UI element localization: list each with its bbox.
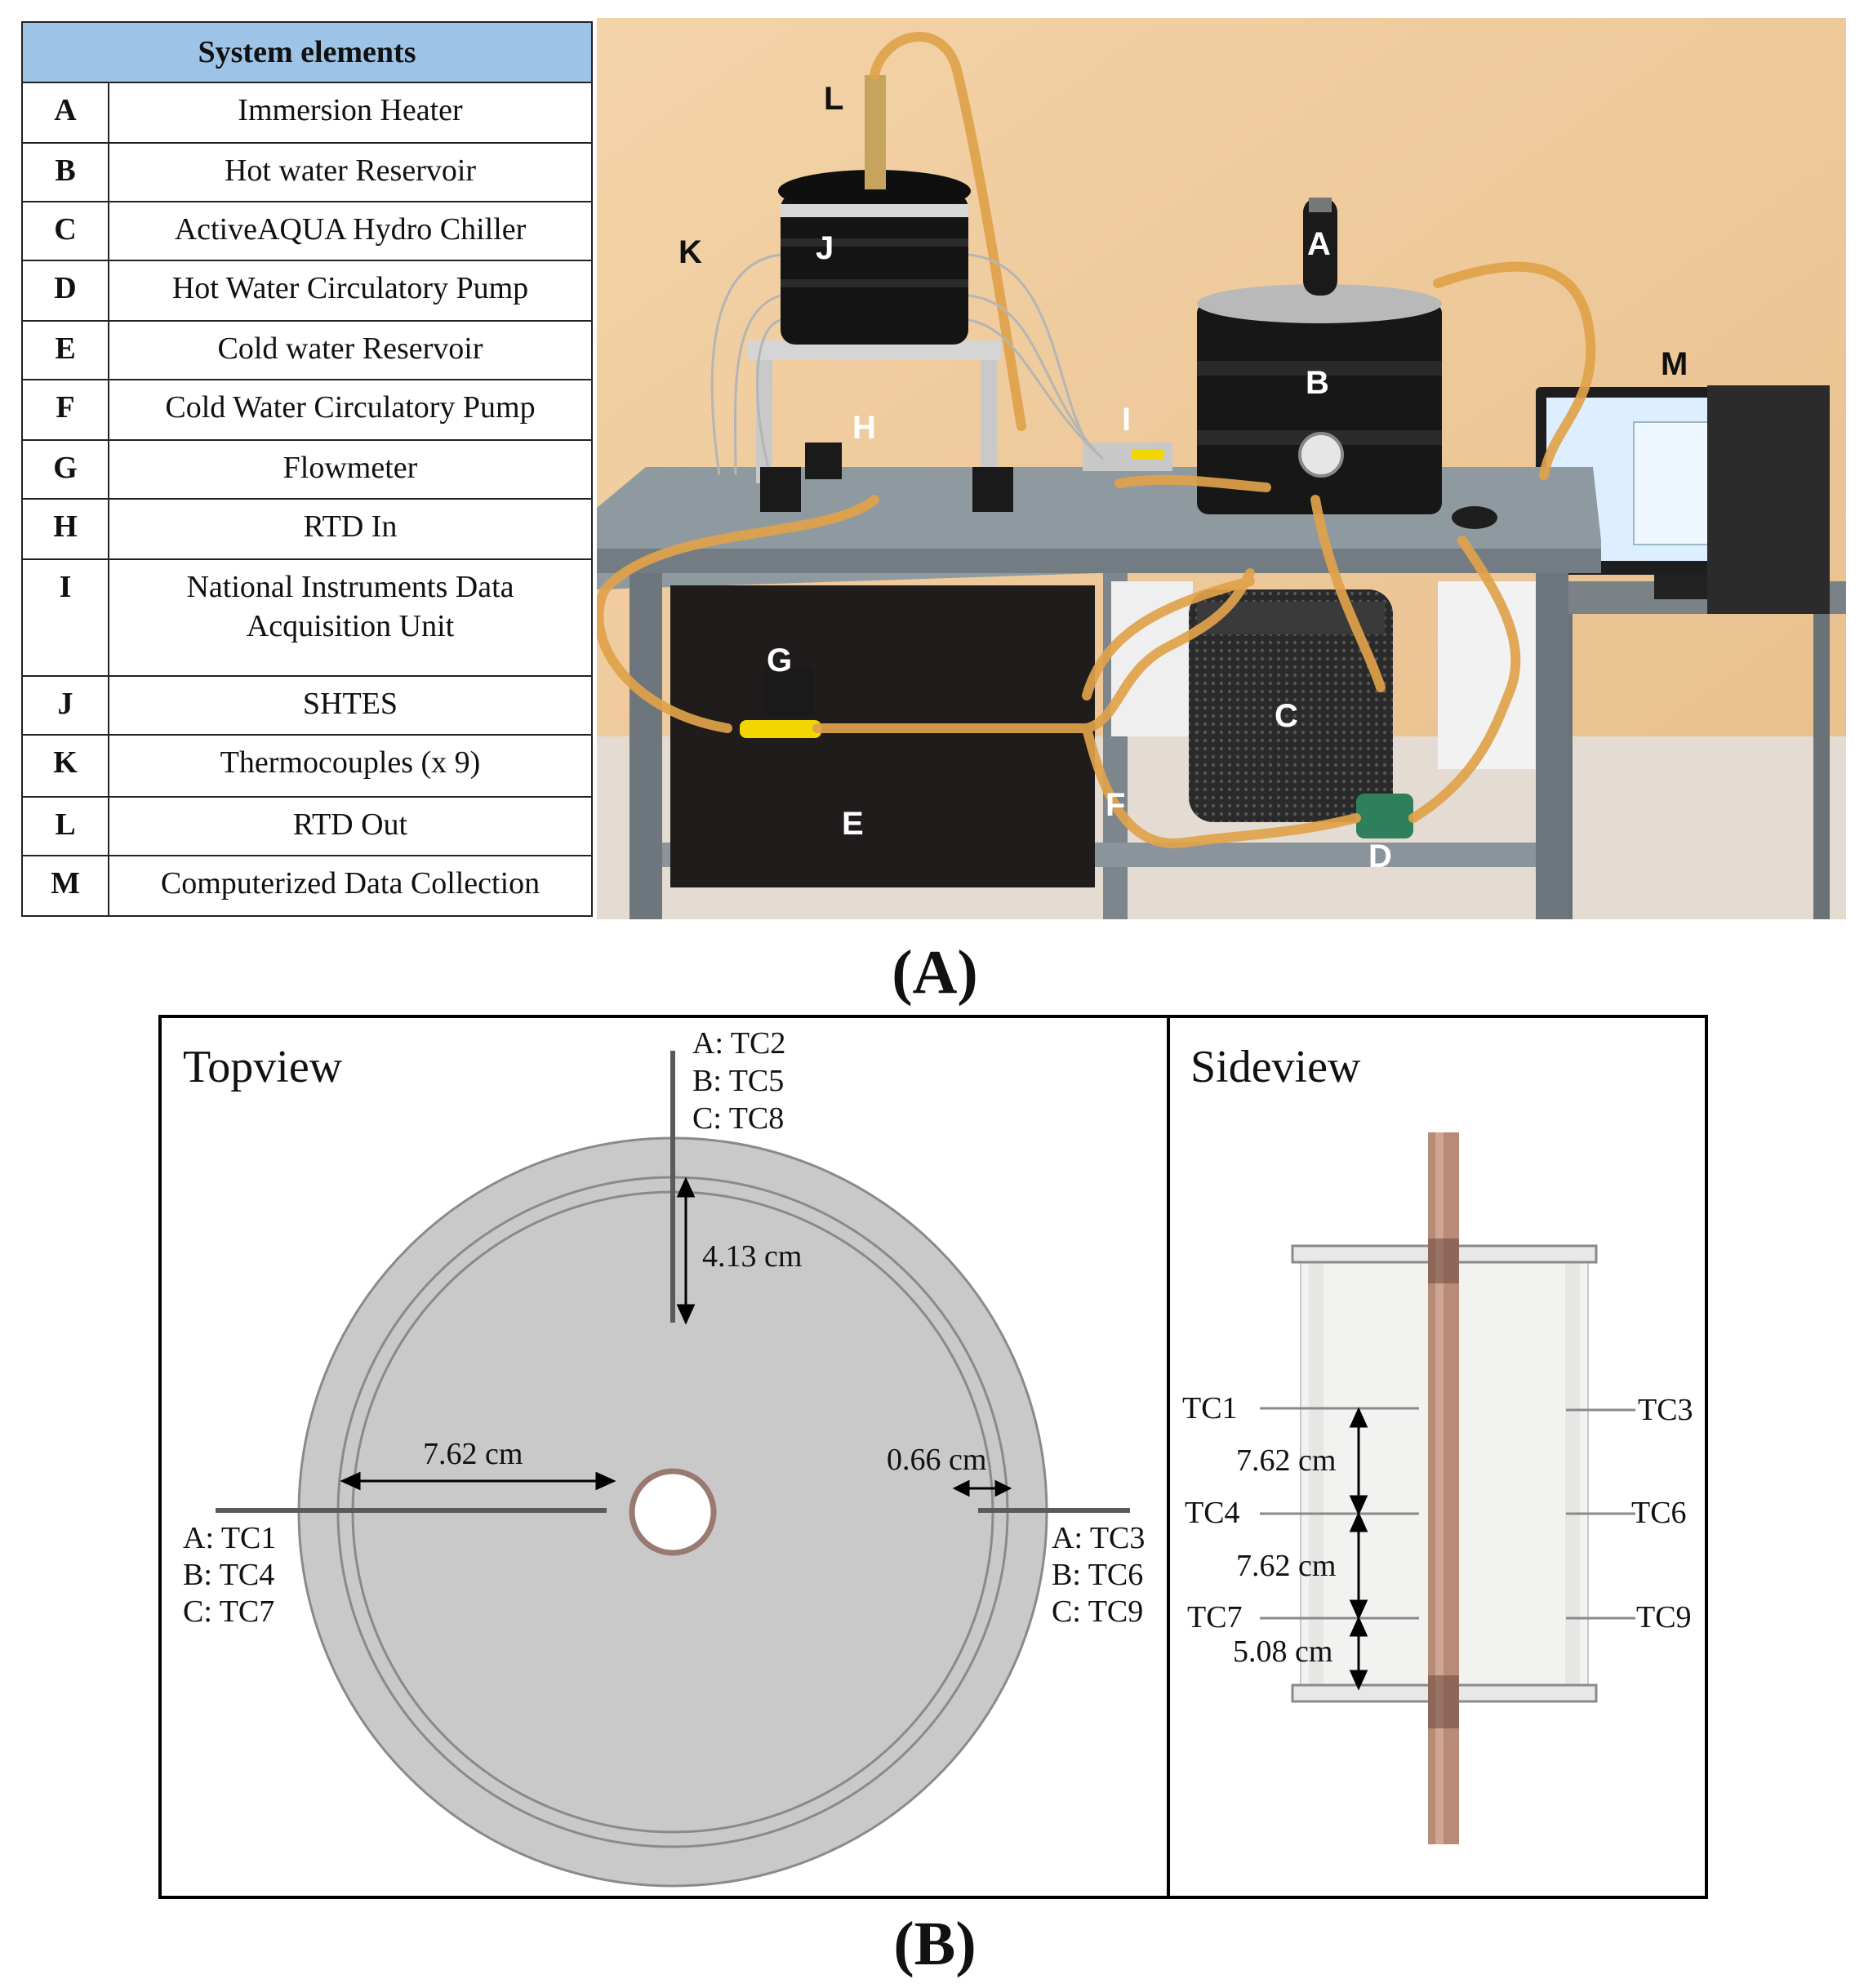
experimental-setup-photo: L K J A B M H I G C E F D bbox=[597, 18, 1846, 919]
row-description: Flowmeter bbox=[108, 439, 593, 500]
row-letter: E bbox=[21, 320, 109, 380]
caption-panel-b: (B) bbox=[893, 1910, 976, 1978]
top-label-c: C: TC8 bbox=[692, 1101, 784, 1136]
row-letter: A bbox=[21, 82, 109, 144]
cold-water-reservoir bbox=[670, 585, 1095, 887]
side-label-tc9: TC9 bbox=[1636, 1600, 1692, 1634]
right-label-a: A: TC3 bbox=[1052, 1521, 1145, 1555]
row-letter: B bbox=[21, 142, 109, 202]
side-dim-2: 7.62 cm bbox=[1236, 1549, 1336, 1583]
row-description: Cold Water Circulatory Pump bbox=[108, 379, 593, 441]
photo-label-d: D bbox=[1368, 838, 1392, 874]
row-description: RTD In bbox=[108, 498, 593, 560]
hydro-chiller bbox=[1189, 589, 1393, 822]
topview-title: Topview bbox=[183, 1042, 343, 1092]
dim-wall-arrow bbox=[952, 1479, 1012, 1497]
hot-water-reservoir bbox=[1197, 302, 1442, 514]
row-letter: K bbox=[21, 734, 109, 798]
thermocouple-layout-diagram: Topview A: TC2 B: TC5 C: TC8 A: TC1 B: T… bbox=[158, 1015, 1708, 1899]
row-description: ActiveAQUA Hydro Chiller bbox=[108, 201, 593, 261]
row-letter: I bbox=[21, 558, 109, 677]
side-label-tc4: TC4 bbox=[1185, 1496, 1240, 1530]
top-label-b: B: TC5 bbox=[692, 1064, 784, 1098]
immersion-heater bbox=[1303, 198, 1337, 296]
photo-label-h: H bbox=[852, 410, 876, 446]
row-letter: H bbox=[21, 498, 109, 560]
row-letter: L bbox=[21, 796, 109, 856]
right-label-b: B: TC6 bbox=[1052, 1558, 1143, 1592]
right-label-c: C: TC9 bbox=[1052, 1594, 1143, 1629]
dim-radius-label: 7.62 cm bbox=[423, 1437, 523, 1471]
row-letter: C bbox=[21, 201, 109, 261]
row-description: Hot water Reservoir bbox=[108, 142, 593, 202]
sideview-title: Sideview bbox=[1190, 1042, 1361, 1092]
row-letter: J bbox=[21, 675, 109, 736]
row-description: RTD Out bbox=[108, 796, 593, 856]
left-label-b: B: TC4 bbox=[183, 1558, 274, 1592]
dim-depth-label: 4.13 cm bbox=[702, 1239, 802, 1274]
photo-label-l: L bbox=[824, 81, 843, 117]
photo-label-g: G bbox=[767, 643, 792, 678]
side-label-tc3: TC3 bbox=[1638, 1393, 1693, 1427]
row-description: Computerized Data Collection bbox=[108, 855, 593, 917]
row-letter: D bbox=[21, 260, 109, 322]
computer-tower bbox=[1707, 385, 1830, 614]
caption-panel-a: (A) bbox=[892, 938, 978, 1007]
row-description: Cold water Reservoir bbox=[108, 320, 593, 380]
photo-label-c: C bbox=[1275, 698, 1298, 734]
row-description: National Instruments Data Acquisition Un… bbox=[108, 558, 593, 677]
row-description: Thermocouples (x 9) bbox=[108, 734, 593, 798]
photo-label-f: F bbox=[1105, 787, 1125, 823]
photo-label-a: A bbox=[1307, 226, 1331, 262]
side-label-tc6: TC6 bbox=[1631, 1496, 1687, 1530]
photo-label-k: K bbox=[678, 234, 702, 270]
central-tube bbox=[629, 1468, 717, 1556]
circulatory-pump-d bbox=[1356, 794, 1413, 838]
dim-depth-arrow bbox=[676, 1176, 696, 1325]
row-description: Hot Water Circulatory Pump bbox=[108, 260, 593, 322]
top-label-a: A: TC2 bbox=[692, 1026, 785, 1061]
left-label-a: A: TC1 bbox=[183, 1521, 276, 1555]
side-dim-3: 5.08 cm bbox=[1233, 1634, 1332, 1669]
table-header: System elements bbox=[21, 21, 593, 83]
row-description: SHTES bbox=[108, 675, 593, 736]
side-dim-arrows bbox=[1349, 1407, 1368, 1691]
photo-label-b: B bbox=[1306, 365, 1329, 401]
photo-label-j: J bbox=[816, 230, 834, 266]
photo-label-e: E bbox=[842, 806, 864, 842]
row-description: Immersion Heater bbox=[108, 82, 593, 144]
left-label-c: C: TC7 bbox=[183, 1594, 274, 1629]
row-letter: M bbox=[21, 855, 109, 917]
side-label-tc7: TC7 bbox=[1187, 1600, 1243, 1634]
dim-radius-arrow bbox=[340, 1471, 616, 1491]
shtes-unit bbox=[781, 193, 968, 345]
row-letter: F bbox=[21, 379, 109, 441]
side-label-tc1: TC1 bbox=[1182, 1391, 1238, 1425]
photo-label-m: M bbox=[1661, 346, 1688, 382]
dim-wall-label: 0.66 cm bbox=[887, 1443, 986, 1477]
row-letter: G bbox=[21, 439, 109, 500]
flowmeter bbox=[764, 667, 813, 716]
photo-label-i: I bbox=[1122, 402, 1131, 438]
side-dim-1: 7.62 cm bbox=[1236, 1443, 1336, 1478]
